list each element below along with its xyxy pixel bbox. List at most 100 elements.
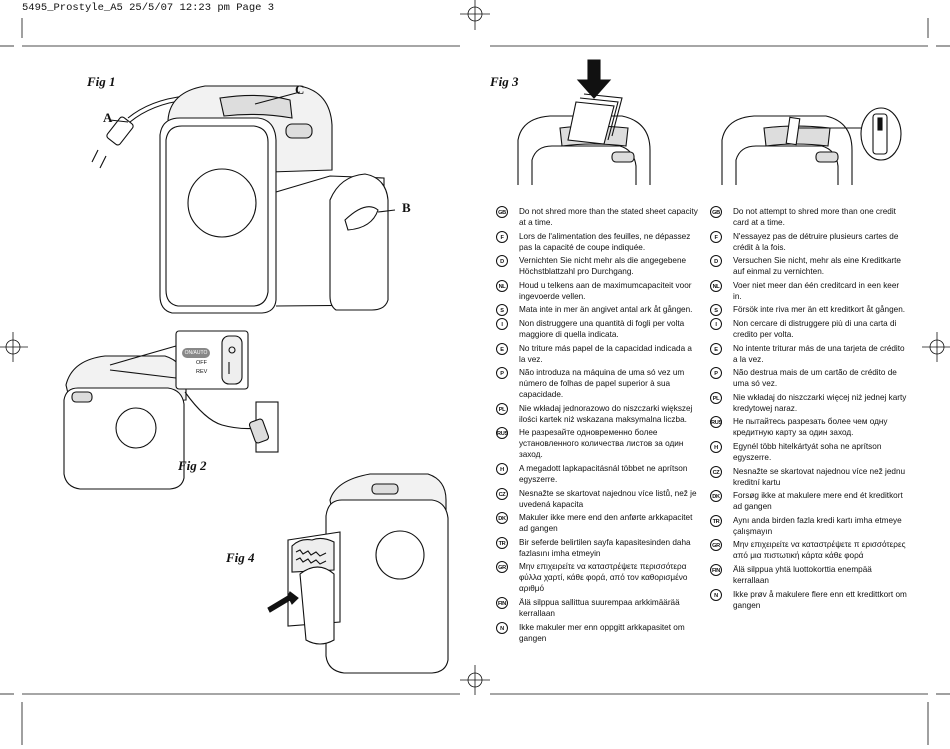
language-entry: CZ Nesnažte se skartovat najednou více li…	[495, 487, 700, 510]
registration-mark-right	[922, 332, 950, 362]
language-code-badge: I	[710, 317, 722, 330]
instruction-text: Nie wkładaj jednorazowo do niszczarki wi…	[519, 403, 693, 424]
fig1-shredder-illustration	[91, 85, 396, 314]
language-code-badge: CZ	[710, 465, 722, 478]
instruction-text: Makuler ikke mere end den anførte arkkap…	[519, 513, 693, 534]
fig1-label: Fig 1	[87, 74, 116, 89]
switch-rev-label: REV	[196, 369, 208, 375]
instruction-text: Не пытайтесь разрезать более чем одну кр…	[733, 417, 888, 438]
fig4-label: Fig 4	[226, 550, 255, 565]
remove-arrow	[267, 591, 299, 613]
language-code-badge: GB	[710, 206, 722, 218]
fig2-switch-illustration	[63, 330, 279, 490]
language-code-badge: FIN	[496, 596, 508, 609]
language-code-badge: E	[710, 342, 722, 355]
instruction-text: Houd u telkens aan de maximumcapaciteit …	[519, 280, 692, 301]
fig2-cord	[184, 391, 259, 430]
language-code-badge: CZ	[496, 487, 508, 500]
language-code-badge: TR	[496, 536, 508, 549]
language-code-badge: NL	[496, 279, 508, 292]
language-code-badge: H	[496, 462, 508, 475]
instruction-text: Försök inte riva mer än ett kreditkort å…	[733, 305, 906, 315]
language-entry: GB Do not attempt to shred more than one …	[709, 206, 909, 228]
registration-mark-left	[0, 332, 28, 362]
language-entry: DK Makuler ikke mere end den anførte arkk…	[495, 512, 700, 534]
instruction-text: Μην επιχειρείτε να καταστρέψετε περισσότ…	[519, 562, 688, 594]
language-code-badge: GR	[496, 561, 508, 574]
language-code-badge: S	[710, 304, 722, 317]
language-entry: RUS Не пытайтесь разрезать более чем одну…	[709, 416, 909, 438]
instruction-text: No triture más papel de la capacidad ind…	[519, 343, 692, 364]
language-code-badge: S	[496, 304, 508, 317]
instruction-text: Versuchen Sie nicht, mehr als eine Kredi…	[733, 256, 901, 277]
instruction-text: Ikke makuler mer enn oppgitt arkkapasite…	[519, 622, 685, 643]
language-entry: FIN Älä silppua sallittua suurempaa arkki…	[495, 596, 700, 619]
language-code-badge: N	[496, 621, 508, 634]
language-code-badge: I	[496, 317, 508, 330]
instruction-text: Älä silppua sallittua suurempaa arkkimää…	[519, 597, 680, 618]
language-code-badge: NL	[710, 279, 722, 292]
callout-a: A	[103, 110, 113, 125]
language-code-badge: E	[496, 342, 508, 355]
instruction-text: Non cercare di distruggere più di una ca…	[733, 318, 897, 339]
instruction-text: N'essayez pas de détruire plusieurs cart…	[733, 231, 899, 252]
instruction-text: Voer niet meer dan één creditcard in een…	[733, 280, 900, 301]
instruction-text: Ikke prøv å makulere flere enn ett kredi…	[733, 589, 907, 610]
callout-b: B	[402, 200, 411, 215]
language-entry: NL Voer niet meer dan één creditcard in e…	[709, 279, 909, 302]
instruction-text: Vernichten Sie nicht mehr als die angege…	[519, 256, 687, 277]
instruction-text: A megadott lapkapacitásnál többet ne apr…	[519, 463, 688, 484]
language-entry: GR Μην επιχειρείτε να καταστρέψετε περισσ…	[495, 561, 700, 594]
language-entry: RUS Не разрезайте одновременно более уста…	[495, 427, 700, 460]
instruction-text: Aynı anda birden fazla kredi kartı imha …	[733, 515, 902, 536]
instruction-text: Do not shred more than the stated sheet …	[519, 207, 698, 227]
language-code-badge: F	[496, 230, 508, 243]
print-slug: 5495_Prostyle_A5 25/5/07 12:23 pm Page 3	[22, 2, 275, 14]
switch-on-auto-label: ON/AUTO	[182, 348, 210, 358]
language-entry: I Non cercare di distruggere più di una c…	[709, 317, 909, 340]
language-code-badge: D	[710, 255, 722, 268]
language-code-badge: RUS	[496, 427, 508, 440]
instruction-text: Do not attempt to shred more than one cr…	[733, 207, 896, 227]
instruction-text: Lors de l'alimentation des feuilles, ne …	[519, 231, 691, 252]
insert-arrow	[576, 59, 612, 99]
power-plug	[106, 116, 134, 146]
language-code-badge: RUS	[710, 416, 722, 429]
language-entry: N Ikke prøv å makulere flere enn ett kred…	[709, 588, 909, 611]
instruction-text: Não destrua mais de um cartão de crédito…	[733, 368, 897, 389]
registration-mark-bottom	[460, 665, 490, 695]
registration-mark-top	[460, 0, 490, 30]
language-entry: D Vernichten Sie nicht mehr als die angeg…	[495, 255, 700, 277]
language-entry: TR Bir seferde belirtilen sayfa kapasites…	[495, 536, 700, 559]
language-entry: E No triture más papel de la capacidad in…	[495, 342, 700, 365]
language-entry: D Versuchen Sie nicht, mehr als eine Kred…	[709, 255, 909, 277]
language-code-badge: D	[496, 255, 508, 268]
credit-card	[785, 116, 801, 146]
language-code-badge: P	[710, 367, 722, 380]
instruction-text: Bir seferde belirtilen sayfa kapasitesin…	[519, 537, 691, 558]
language-code-badge: N	[710, 588, 722, 601]
language-entry: P Não destrua mais de um cartão de crédit…	[709, 367, 909, 389]
instruction-text: Nesnažte se skartovat najednou více list…	[519, 488, 697, 509]
card-slot-detail	[860, 107, 902, 161]
language-code-badge: DK	[496, 512, 508, 525]
language-code-badge: DK	[710, 490, 722, 503]
instruction-text: Не разрезайте одновременно более установ…	[519, 428, 684, 460]
instruction-text: Egynél több hitelkártyát soha ne aprítso…	[733, 441, 882, 462]
fig3-label: Fig 3	[490, 74, 519, 89]
paper-sheets	[567, 101, 615, 145]
language-code-badge: PL	[710, 391, 722, 404]
